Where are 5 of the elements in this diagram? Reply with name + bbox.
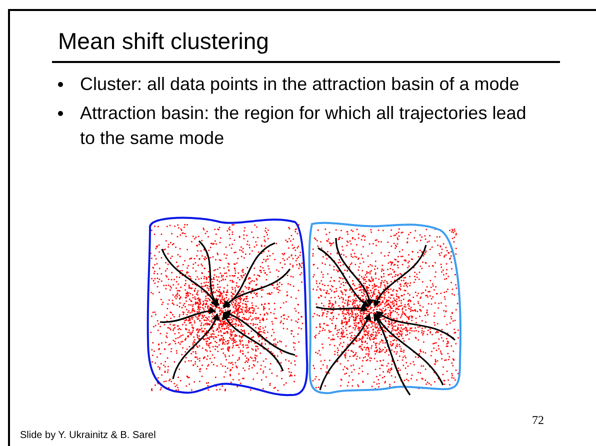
bullet-text: Attraction basin: the region for which all trajectories lead to the same mode xyxy=(80,102,528,150)
bullet-text: Cluster: all data points in the attraction basin of a mode xyxy=(80,73,520,96)
page-number: 72 xyxy=(532,412,544,429)
slide-title: Mean shift clustering xyxy=(58,27,269,56)
slide-credit: Slide by Y. Ukrainitz & B. Sarel xyxy=(20,429,156,443)
